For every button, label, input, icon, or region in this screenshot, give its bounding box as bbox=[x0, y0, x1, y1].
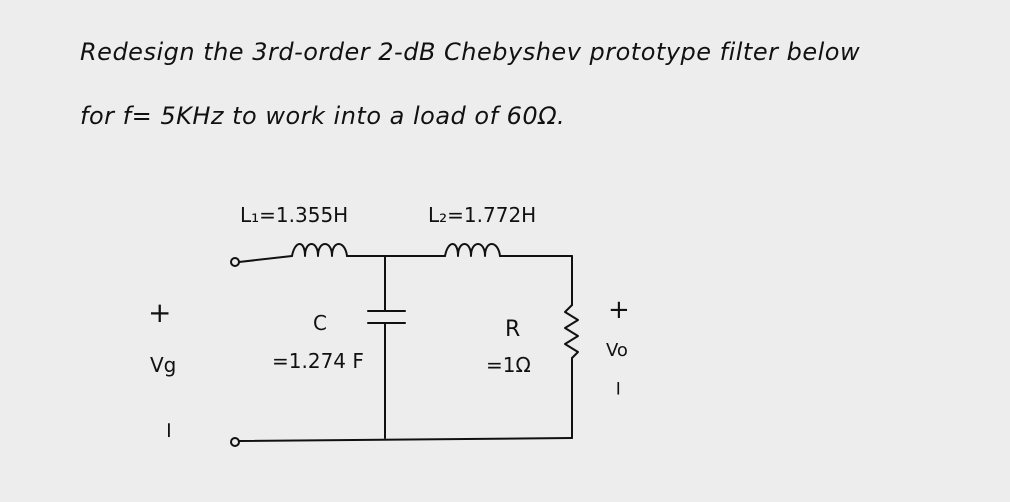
resistor-value: =1Ω bbox=[486, 353, 531, 377]
vg-plus-sign: + bbox=[148, 296, 171, 329]
vo-label: Vo bbox=[606, 340, 628, 361]
input-terminal-top bbox=[230, 257, 240, 267]
problem-statement-line-2: for f= 5KHz to work into a load of 60Ω. bbox=[80, 102, 566, 130]
problem-statement-line-1: Redesign the 3rd-order 2-dB Chebyshev pr… bbox=[80, 38, 861, 66]
vo-plus-sign: + bbox=[608, 295, 630, 325]
resistor-name: R bbox=[505, 317, 520, 342]
vg-label: Vg bbox=[150, 353, 176, 377]
input-terminal-bottom bbox=[230, 437, 240, 447]
inductor-l1 bbox=[291, 243, 348, 257]
l1-label: L₁=1.355H bbox=[240, 203, 348, 227]
l2-label: L₂=1.772H bbox=[428, 203, 536, 227]
wire-input-to-l1 bbox=[238, 255, 293, 263]
vg-minus-sign: − bbox=[156, 421, 181, 439]
capacitor-name: C bbox=[313, 311, 327, 335]
resistor-r bbox=[564, 304, 579, 359]
ground-rail bbox=[238, 437, 573, 442]
capacitor-value: =1.274 F bbox=[272, 349, 364, 373]
vo-minus-sign: − bbox=[607, 380, 631, 397]
inductor-l2 bbox=[444, 243, 501, 257]
